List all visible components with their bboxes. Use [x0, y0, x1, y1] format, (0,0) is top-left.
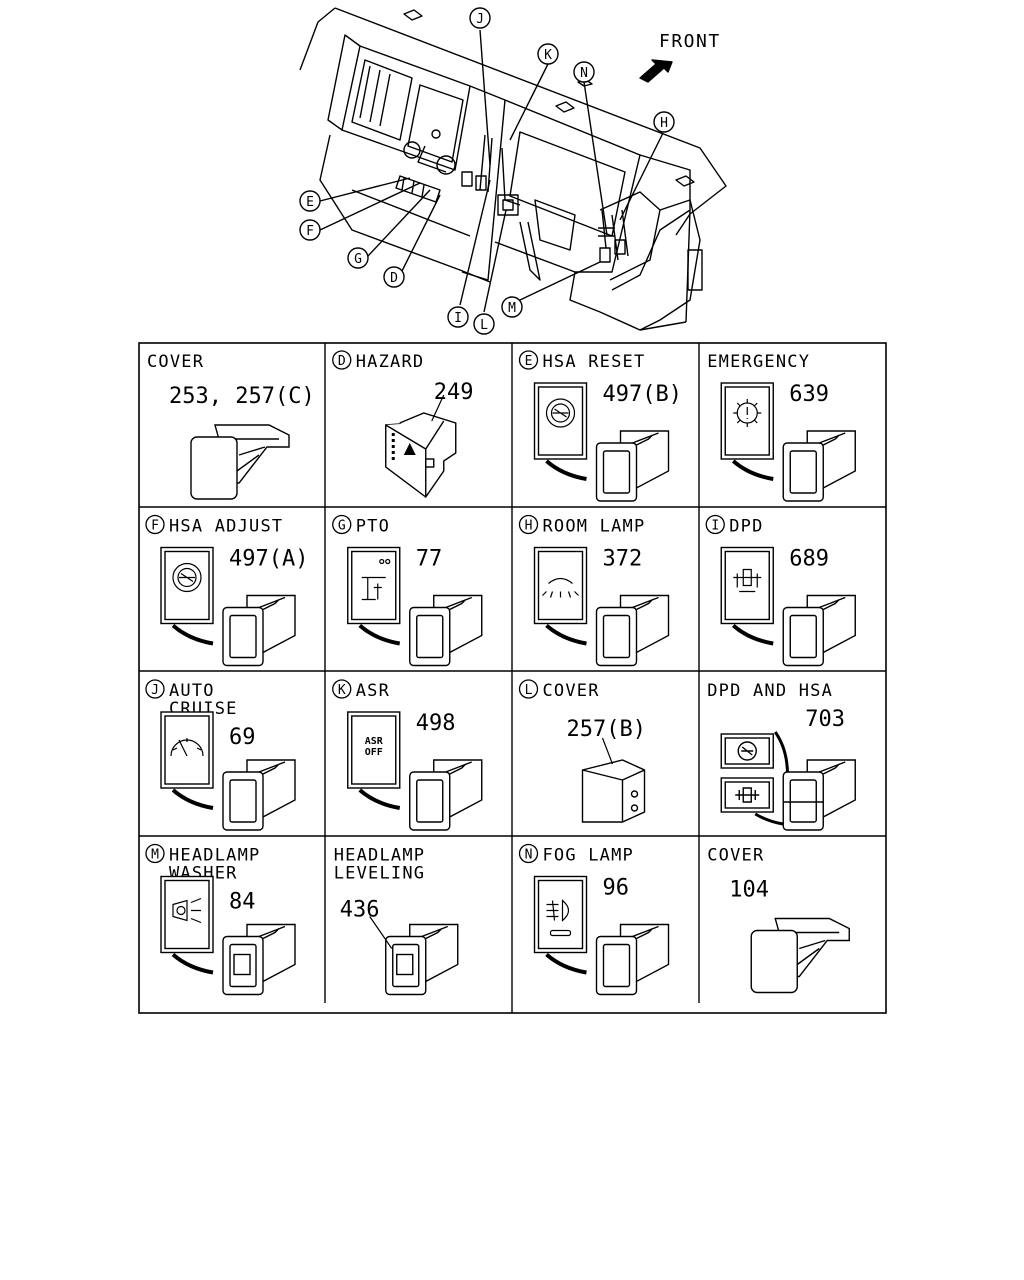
part-number: 497(A) [229, 547, 308, 572]
cell-title: FOG LAMP [543, 846, 634, 866]
pto-icon [347, 546, 401, 625]
dpd-icon [720, 777, 774, 813]
callout-badge [705, 514, 725, 535]
part-number: 249 [434, 380, 474, 405]
part-number: 84 [229, 890, 256, 915]
asr-icon-text: ASR [365, 736, 384, 747]
callout-letter: E [525, 354, 533, 369]
cell-title: EMERGENCY [707, 352, 810, 372]
callout-letter: I [711, 519, 719, 534]
cell-title: PTO [356, 517, 390, 537]
part-number: 96 [603, 876, 630, 901]
part-number: 69 [229, 725, 256, 750]
cell-title: ROOM LAMP [543, 517, 646, 537]
cell-title: HSA RESET [543, 352, 646, 372]
cell-title: HEADLAMP [334, 846, 425, 866]
callout-letter: J [151, 683, 159, 698]
callout-M: M [508, 301, 516, 316]
dpd-icon [720, 546, 774, 625]
part-number: 253, 257(C) [169, 384, 315, 409]
dashboard-diagram: J K N H E F G D I L M FRONT [299, 7, 727, 335]
callout-badge [145, 679, 165, 699]
cell-title: COVER [147, 352, 204, 372]
front-label: FRONT [659, 31, 721, 52]
callout-badge [332, 350, 352, 370]
callout-badge [518, 843, 539, 864]
cell-title: HAZARD [356, 352, 425, 372]
part-cell: EMERGENCY 639 [707, 352, 856, 502]
room-lamp-icon [533, 546, 588, 625]
fog-lamp-icon [533, 875, 588, 954]
part-number: 436 [340, 898, 380, 923]
part-cell: H ROOM LAMP 372 [518, 514, 670, 667]
callout-E: E [306, 195, 314, 210]
part-number: 372 [603, 547, 643, 572]
callout-N: N [580, 66, 588, 81]
callout-badge [518, 679, 539, 699]
callout-G: G [354, 252, 362, 267]
callout-H: H [660, 116, 668, 131]
callout-D: D [390, 271, 398, 286]
callout-letter: N [525, 848, 533, 863]
cell-title: HEADLAMP [169, 846, 260, 866]
part-cell: N FOG LAMP 96 [518, 843, 670, 996]
cell-title: AUTO [169, 681, 215, 701]
headlamp-washer-icon [160, 875, 214, 954]
asr-icon-text: OFF [365, 747, 383, 758]
part-cell: COVER 253, 257(C) [147, 352, 315, 500]
cell-title: DPD [729, 517, 763, 537]
part-cell: COVER 104 [707, 846, 850, 994]
callout-L: L [480, 318, 488, 333]
cell-title: ASR [356, 681, 390, 701]
cell-title: LEVELING [334, 864, 425, 884]
part-cell: L COVER 257(B) [518, 679, 646, 823]
callout-badge [518, 350, 539, 370]
part-number: 497(B) [603, 382, 682, 407]
callout-badge [145, 843, 165, 864]
callout-letter: G [338, 519, 346, 534]
callout-J: J [476, 12, 484, 27]
callout-letter: D [338, 354, 346, 369]
cruise-icon [160, 711, 214, 789]
cell-title: COVER [707, 846, 764, 866]
hsa-icon [533, 382, 588, 460]
hsa-icon [720, 733, 774, 769]
part-number: 77 [416, 547, 443, 572]
part-cell: I DPD 689 [705, 514, 856, 667]
part-cell: E HSA RESET 497(B) [518, 350, 682, 502]
callout-letter: M [151, 848, 159, 863]
part-number: 498 [416, 711, 456, 736]
part-number: 104 [729, 878, 769, 903]
callout-letter: K [338, 683, 346, 698]
part-cell: DPD AND HSA 703 [707, 681, 856, 831]
part-cell: G PTO 77 [332, 514, 483, 667]
part-number: 257(B) [567, 717, 646, 742]
part-cell: D HAZARD 249 [332, 350, 474, 498]
callout-badge [518, 514, 539, 535]
part-cell: F HSA ADJUST 497(A) [145, 514, 308, 667]
hsa-icon [160, 546, 214, 625]
callout-K: K [544, 48, 552, 63]
callout-F: F [306, 224, 314, 239]
callout-letter: L [525, 683, 533, 698]
cell-title: DPD AND HSA [707, 681, 833, 701]
gear-warning-icon [720, 382, 774, 460]
part-number: 639 [789, 382, 829, 407]
callout-badge [332, 679, 352, 699]
callout-badge [145, 514, 165, 535]
cell-title: COVER [543, 681, 600, 701]
callout-letter: H [525, 519, 533, 534]
callout-I: I [454, 311, 462, 326]
part-number: 689 [789, 547, 829, 572]
callout-letter: F [151, 519, 159, 534]
callout-badge [332, 514, 352, 535]
cell-title: HSA ADJUST [169, 517, 283, 537]
part-number: 703 [805, 707, 845, 732]
